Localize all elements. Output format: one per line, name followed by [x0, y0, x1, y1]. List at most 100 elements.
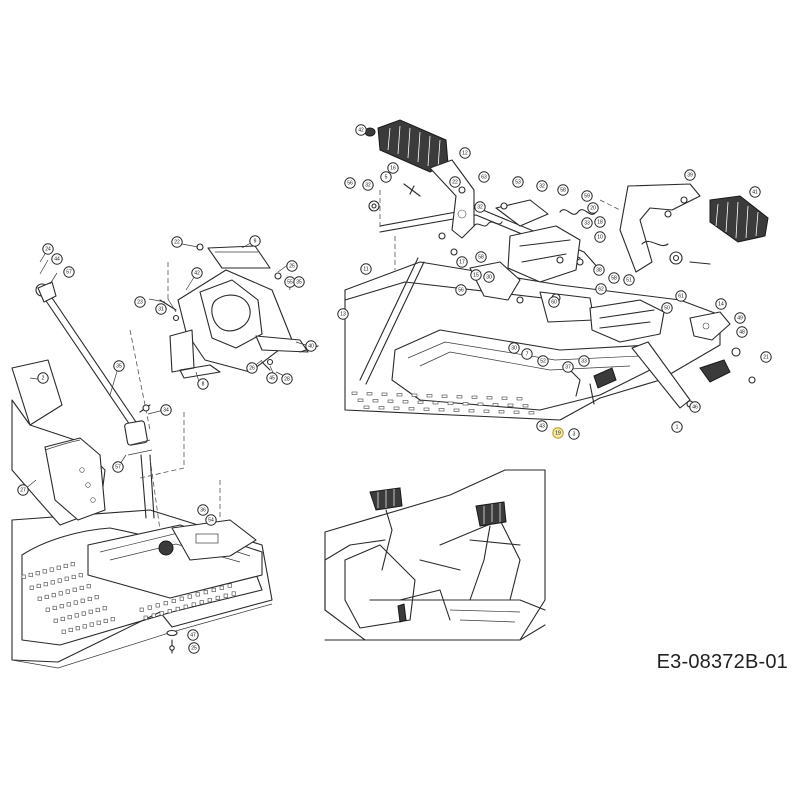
perforation	[28, 572, 33, 578]
perforation	[456, 395, 463, 399]
callout-51: 51	[623, 274, 635, 286]
perforation	[75, 626, 80, 631]
callout-label: 7	[526, 351, 529, 357]
perforation	[522, 404, 529, 408]
callout-52: 52	[537, 355, 549, 367]
perforation	[477, 402, 484, 406]
callout-18: 18	[594, 216, 606, 228]
perforation	[357, 398, 364, 402]
perforation	[143, 615, 148, 620]
callout-57: 57	[112, 461, 124, 473]
perforation	[80, 598, 85, 603]
perforation	[387, 399, 394, 403]
callout-label: 26	[249, 365, 255, 371]
callout-32: 32	[536, 180, 548, 192]
perforation	[231, 591, 236, 596]
callout-label: 14	[718, 301, 724, 307]
callout-2: 2	[37, 372, 49, 384]
callout-12: 12	[459, 147, 471, 159]
callout-53: 53	[512, 176, 524, 188]
perforation	[70, 562, 75, 567]
callout-44: 44	[51, 253, 63, 265]
callout-label: 56	[347, 180, 353, 186]
callout-label: 23	[137, 299, 143, 305]
callout-3: 3	[568, 428, 580, 440]
perforation	[179, 596, 184, 601]
perforation	[441, 394, 448, 398]
callout-47: 47	[187, 629, 199, 641]
callout-label: 18	[597, 219, 603, 225]
callout-label: 55	[287, 279, 293, 285]
callout-label: 20	[590, 205, 596, 211]
callout-26: 26	[246, 362, 258, 374]
callout-63: 63	[478, 171, 490, 183]
callout-label: 17	[459, 259, 465, 265]
callout-label: 13	[340, 311, 346, 317]
perforation	[447, 401, 454, 405]
callout-42: 42	[191, 267, 203, 279]
callout-33: 33	[581, 217, 593, 229]
callout-17: 17	[456, 256, 468, 268]
perforation	[60, 616, 65, 622]
callout-61: 61	[675, 290, 687, 302]
callout-label: 28	[284, 376, 290, 382]
perforation	[95, 607, 100, 613]
callout-label: 50	[664, 305, 670, 311]
callout-24: 24	[42, 243, 54, 255]
perforation	[402, 400, 409, 404]
callout-25: 25	[286, 260, 298, 272]
callout-label: 56	[458, 287, 464, 293]
callout-62: 62	[595, 283, 607, 295]
callout-41: 41	[749, 186, 761, 198]
callout-label: 58	[478, 254, 484, 260]
callout-label: 47	[190, 632, 196, 638]
callout-label: 61	[678, 293, 684, 299]
perforation	[87, 596, 92, 602]
perforation	[58, 591, 63, 596]
callout-56: 56	[344, 177, 356, 189]
callout-label: 36	[200, 507, 206, 513]
callout-60: 60	[548, 296, 560, 308]
callout-13: 13	[337, 308, 349, 320]
callout-32: 32	[362, 179, 374, 191]
callout-22: 22	[171, 236, 183, 248]
perforation	[89, 622, 94, 627]
callout-label: 51	[626, 277, 632, 283]
callout-label: 30	[486, 274, 492, 280]
perforation	[110, 617, 115, 622]
perforation	[88, 609, 93, 614]
perforation	[195, 592, 200, 597]
callout-50: 50	[661, 302, 673, 314]
callout-label: 15	[473, 272, 479, 278]
callout-57: 57	[63, 266, 75, 278]
leader-lines	[23, 240, 310, 491]
callout-label: 12	[462, 150, 468, 156]
callout-42: 42	[355, 124, 367, 136]
callout-label: 16	[390, 165, 396, 171]
perforation	[151, 613, 156, 618]
perforation	[507, 403, 514, 407]
perforation	[211, 587, 216, 593]
perforation	[72, 587, 77, 592]
callout-5: 5	[380, 171, 392, 183]
callout-38: 38	[593, 264, 605, 276]
perforation	[102, 606, 107, 611]
callout-label: 27	[20, 487, 26, 493]
callout-23: 23	[134, 296, 146, 308]
callout-35: 35	[293, 276, 305, 288]
perforation	[501, 396, 508, 400]
callout-7: 7	[521, 348, 533, 360]
perforation	[139, 607, 144, 612]
perforation	[498, 410, 505, 414]
perforation	[78, 573, 83, 578]
perforation	[147, 605, 152, 610]
callout-label: 35	[296, 279, 302, 285]
callout-label: 8	[202, 381, 205, 387]
callout-46: 46	[689, 401, 701, 413]
callout-21: 21	[760, 351, 772, 363]
perforation	[52, 605, 57, 611]
floor-perforations	[21, 562, 236, 634]
callout-label: 62	[598, 286, 604, 292]
callout-label: 35	[116, 363, 122, 369]
perforation	[351, 391, 358, 395]
